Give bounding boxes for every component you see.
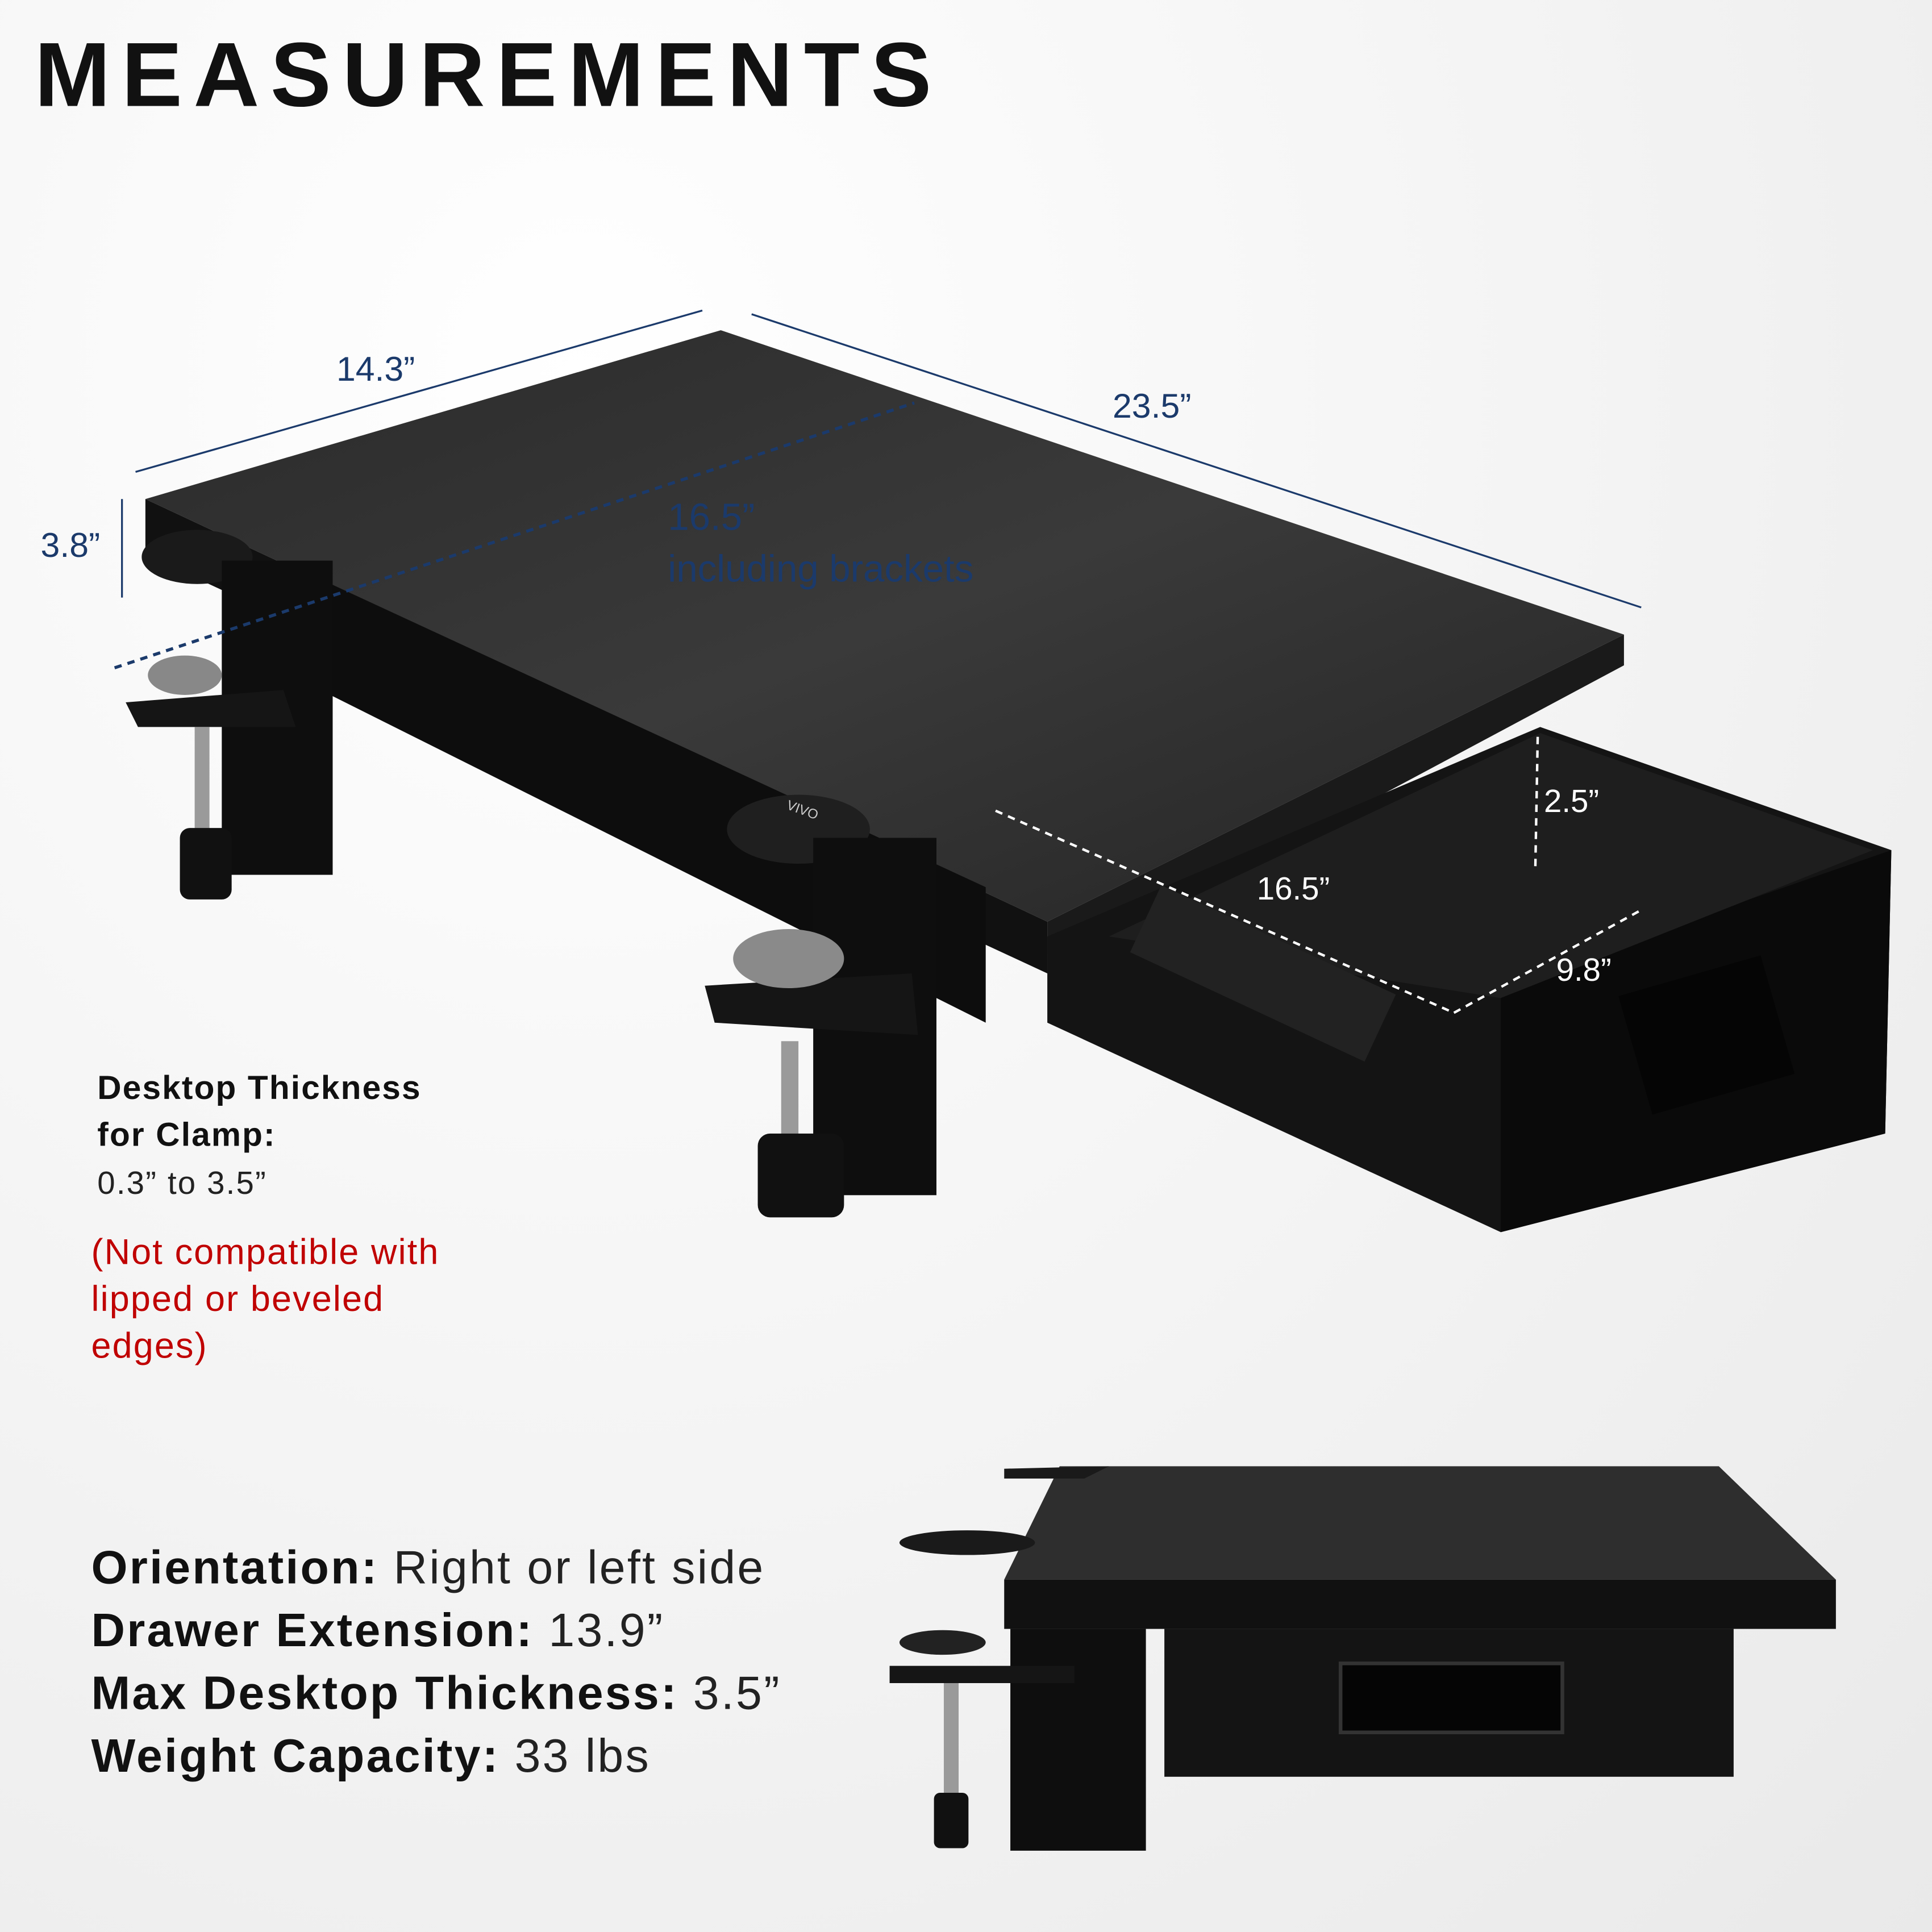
inner-width-note: including brackets [668, 547, 974, 590]
depth-dimension-label: 14.3” [336, 349, 415, 389]
compatibility-warning-line2: lipped or beveled [91, 1280, 385, 1320]
spec-orientation: Orientation: Right or left side [91, 1542, 765, 1594]
inner-width-label: 16.5” [668, 495, 755, 539]
height-dimension-label: 3.8” [40, 526, 101, 565]
dimension-lines [114, 309, 1642, 669]
spec-weight-capacity: Weight Capacity: 33 lbs [91, 1731, 651, 1783]
page-title: MEASUREMENTS [34, 23, 943, 126]
clamp-thickness-value: 0.3” to 3.5” [97, 1164, 267, 1202]
under-desk-drawer-side-view [889, 1466, 1836, 1851]
drawer-depth-label: 9.8” [1556, 951, 1612, 989]
spec-drawer-extension: Drawer Extension: 13.9” [91, 1605, 665, 1658]
width-dimension-label: 23.5” [1113, 386, 1192, 426]
clamp-thickness-label-line2: for Clamp: [97, 1116, 276, 1154]
spec-max-desktop-thickness: Max Desktop Thickness: 3.5” [91, 1668, 781, 1721]
drawer-dimension-lines [995, 736, 1643, 1014]
under-desk-drawer-main-view [126, 330, 1892, 1233]
drawer-height-label: 2.5” [1543, 782, 1600, 819]
drawer-length-label: 16.5” [1256, 869, 1330, 907]
compatibility-warning-line1: (Not compatible with [91, 1233, 440, 1273]
compatibility-warning-line3: edges) [91, 1327, 208, 1367]
clamp-thickness-label-line1: Desktop Thickness [97, 1069, 422, 1107]
